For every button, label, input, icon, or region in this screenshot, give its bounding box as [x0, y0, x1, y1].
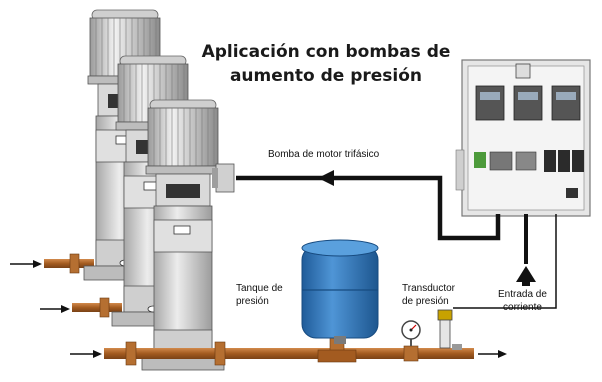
motor-pump-label: Bomba de motor trifásico	[268, 149, 380, 160]
power-label-line-1: Entrada de	[498, 289, 547, 300]
tank-label-line-1: Tanque de	[236, 283, 283, 294]
outlet-arrow	[478, 350, 507, 358]
motor-terminal-box	[212, 163, 235, 193]
power-label-line-2: corriente	[503, 302, 542, 313]
tank-label: Tanque de presión	[236, 282, 283, 308]
inlet-pipe-1	[44, 253, 94, 274]
title-line-2: aumento de presión	[229, 66, 423, 86]
transducer-label-line-2: de presión	[402, 296, 449, 307]
diagram-title: Aplicación con bombas de aumento de pres…	[190, 40, 462, 88]
transducer-cable	[453, 214, 557, 309]
transducer-label-line-1: Transductor	[402, 283, 455, 294]
inlet-arrow-3	[70, 350, 102, 358]
motor-cable	[236, 175, 501, 241]
control-panel	[455, 59, 591, 217]
pressure-transducer	[437, 309, 462, 350]
motor-cable-arrow	[318, 170, 334, 186]
pressure-gauge-icon	[401, 320, 421, 346]
inlet-arrow-2	[40, 305, 70, 313]
title-line-1: Aplicación con bombas de	[201, 42, 451, 62]
transducer-label: Transductor de presión	[402, 282, 455, 308]
tank-label-line-2: presión	[236, 296, 269, 307]
inlet-pipe-2	[72, 297, 122, 318]
power-input-label: Entrada de corriente	[498, 288, 547, 314]
power-input-arrow	[516, 266, 536, 286]
pump-front	[141, 99, 225, 371]
inlet-arrow-1	[10, 260, 42, 268]
pressure-tank	[301, 239, 379, 344]
outlet-pipe	[104, 337, 474, 366]
